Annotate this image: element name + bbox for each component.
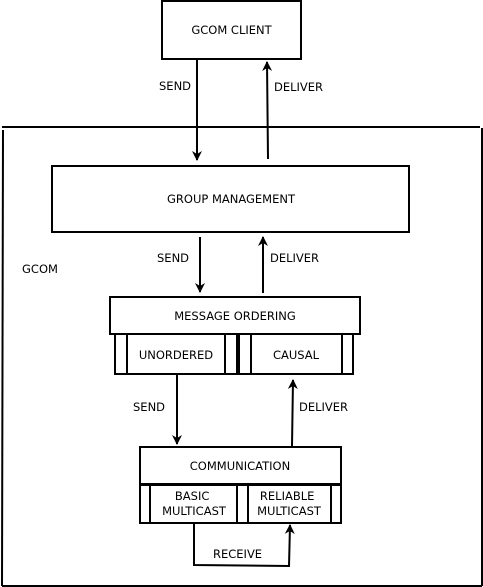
gcom-client-box: GCOM CLIENT — [161, 0, 302, 60]
message-ordering-box: MESSAGE ORDERING — [109, 296, 361, 335]
send-label-3: SEND — [133, 400, 165, 414]
gcom-label: GCOM — [22, 262, 58, 276]
basic-multicast-label: BASIC MULTICAST — [162, 489, 227, 518]
communication-box: COMMUNICATION — [139, 446, 342, 485]
reliable-multicast-label: RELIABLE MULTICAST — [257, 489, 322, 518]
reliable-multicast-box: RELIABLE MULTICAST — [236, 484, 342, 524]
deliver-arrow-1 — [262, 61, 273, 160]
unordered-label: UNORDERED — [139, 348, 213, 362]
send-label-1: SEND — [159, 79, 191, 93]
group-management-box: GROUP MANAGEMENT — [51, 165, 410, 233]
receive-label: RECEIVE — [213, 547, 262, 561]
gcom-client-label: GCOM CLIENT — [191, 23, 272, 37]
deliver-arrow-3 — [287, 379, 298, 447]
communication-label: COMMUNICATION — [190, 459, 290, 473]
group-management-label: GROUP MANAGEMENT — [167, 192, 296, 206]
basic-multicast-box: BASIC MULTICAST — [139, 484, 248, 524]
unordered-box: UNORDERED — [114, 333, 238, 375]
gcom-container — [1, 126, 483, 587]
send-label-2: SEND — [157, 251, 189, 265]
receive-arrow — [193, 523, 295, 568]
causal-box: CAUSAL — [238, 333, 354, 375]
deliver-label-2: DELIVER — [270, 251, 319, 265]
message-ordering-label: MESSAGE ORDERING — [174, 309, 296, 323]
causal-label: CAUSAL — [273, 348, 320, 362]
deliver-label-1: DELIVER — [274, 80, 323, 94]
deliver-label-3: DELIVER — [299, 400, 348, 414]
